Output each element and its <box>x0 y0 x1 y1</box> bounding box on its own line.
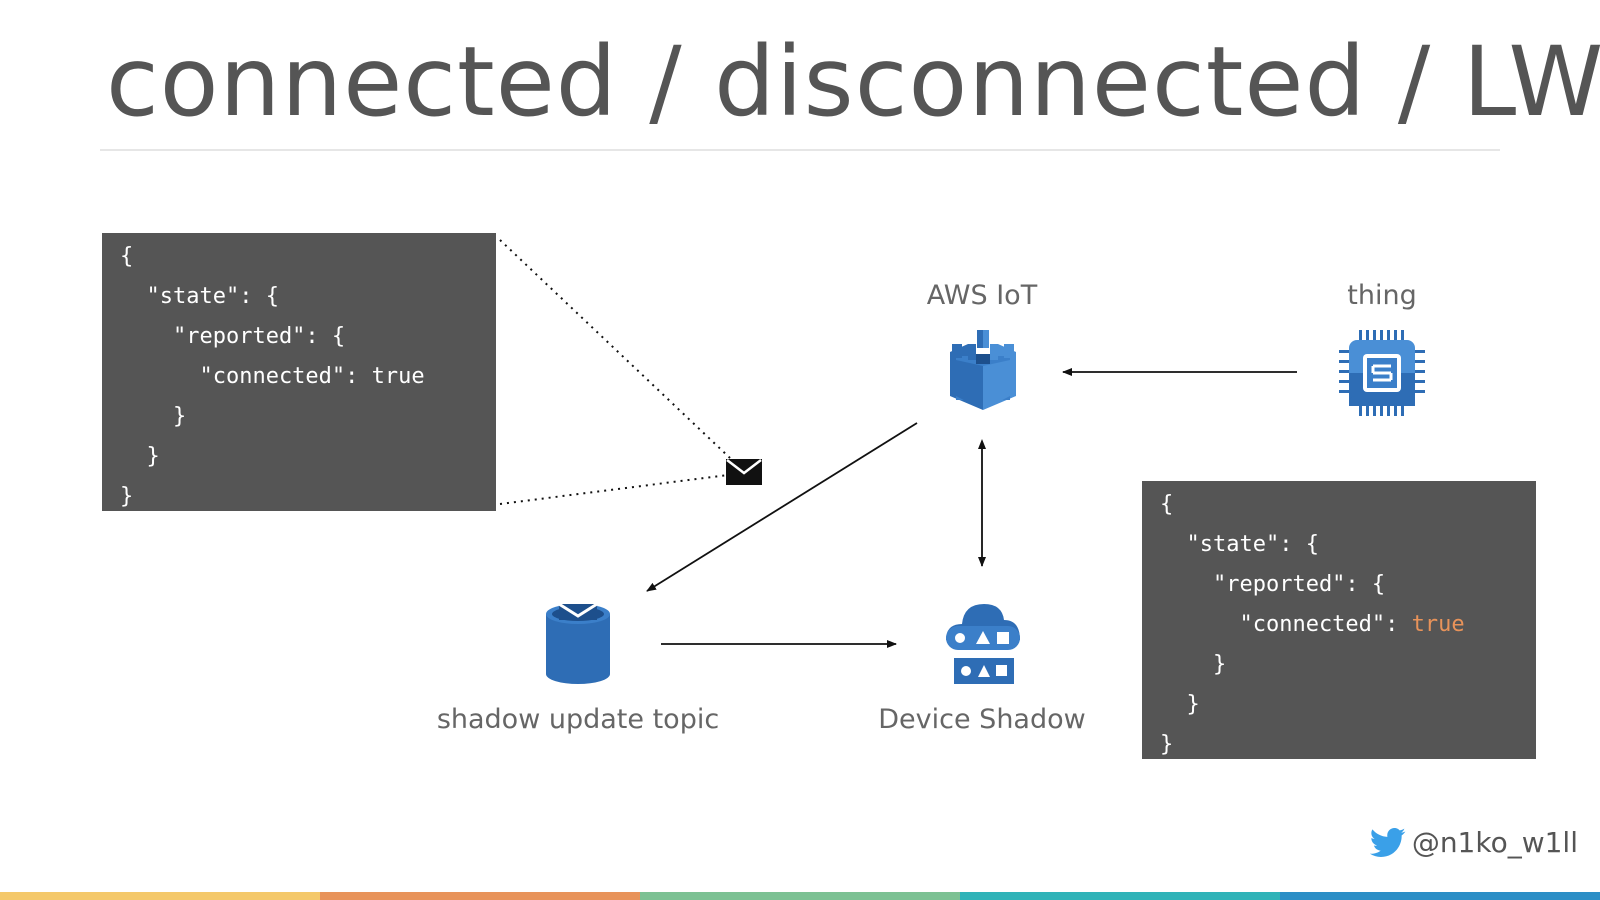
code-line: } <box>120 404 187 429</box>
code-line: "reported": { <box>1160 572 1386 597</box>
code-line: { <box>120 244 134 269</box>
code-block-shadow-state: { "state": { "reported": { "connected": … <box>1142 481 1536 759</box>
code-highlight-value: true <box>1411 612 1465 637</box>
arrow-iot-to-topic <box>646 422 918 592</box>
footer-stripe-5 <box>1280 892 1600 900</box>
aws-iot-icon <box>950 330 1016 410</box>
code-line: "state": { <box>1160 532 1319 557</box>
code-line: } <box>1160 692 1200 717</box>
device-shadow-icon <box>946 604 1020 684</box>
code-line: } <box>1160 732 1174 757</box>
footer-stripe-4 <box>960 892 1280 900</box>
code-line: "reported": { <box>120 324 346 349</box>
code-line: "state": { <box>120 284 279 309</box>
twitter-handle-text: @n1ko_w1ll <box>1411 826 1578 859</box>
aws-iot-label: AWS IoT <box>926 280 1038 311</box>
footer-stripe-2 <box>320 892 640 900</box>
twitter-bird-icon <box>1369 827 1406 857</box>
code-line: } <box>120 484 134 509</box>
footer-stripe-3 <box>640 892 960 900</box>
twitter-handle[interactable]: @n1ko_w1ll <box>1369 826 1578 859</box>
shadow-update-topic-label: shadow update topic <box>436 704 720 735</box>
code-key: "connected": <box>1160 612 1412 637</box>
message-bucket-icon <box>546 602 610 684</box>
code-line: } <box>1160 652 1227 677</box>
code-line: "connected": true <box>120 364 425 389</box>
code-line: { <box>1160 492 1174 517</box>
thing-label: thing <box>1347 280 1417 311</box>
page-title: connected / disconnected / LWT <box>106 26 1600 138</box>
footer-stripe-1 <box>0 892 320 900</box>
envelope-icon <box>726 459 762 485</box>
code-line: } <box>120 444 160 469</box>
dotted-line-bottom <box>499 474 729 505</box>
chip-icon <box>1339 330 1425 416</box>
device-shadow-label: Device Shadow <box>878 704 1086 735</box>
code-block-lwt-message: { "state": { "reported": { "connected": … <box>102 233 496 511</box>
code-line-connected: "connected": true <box>1160 605 1536 645</box>
title-divider <box>100 149 1500 151</box>
dotted-line-top <box>499 239 731 459</box>
